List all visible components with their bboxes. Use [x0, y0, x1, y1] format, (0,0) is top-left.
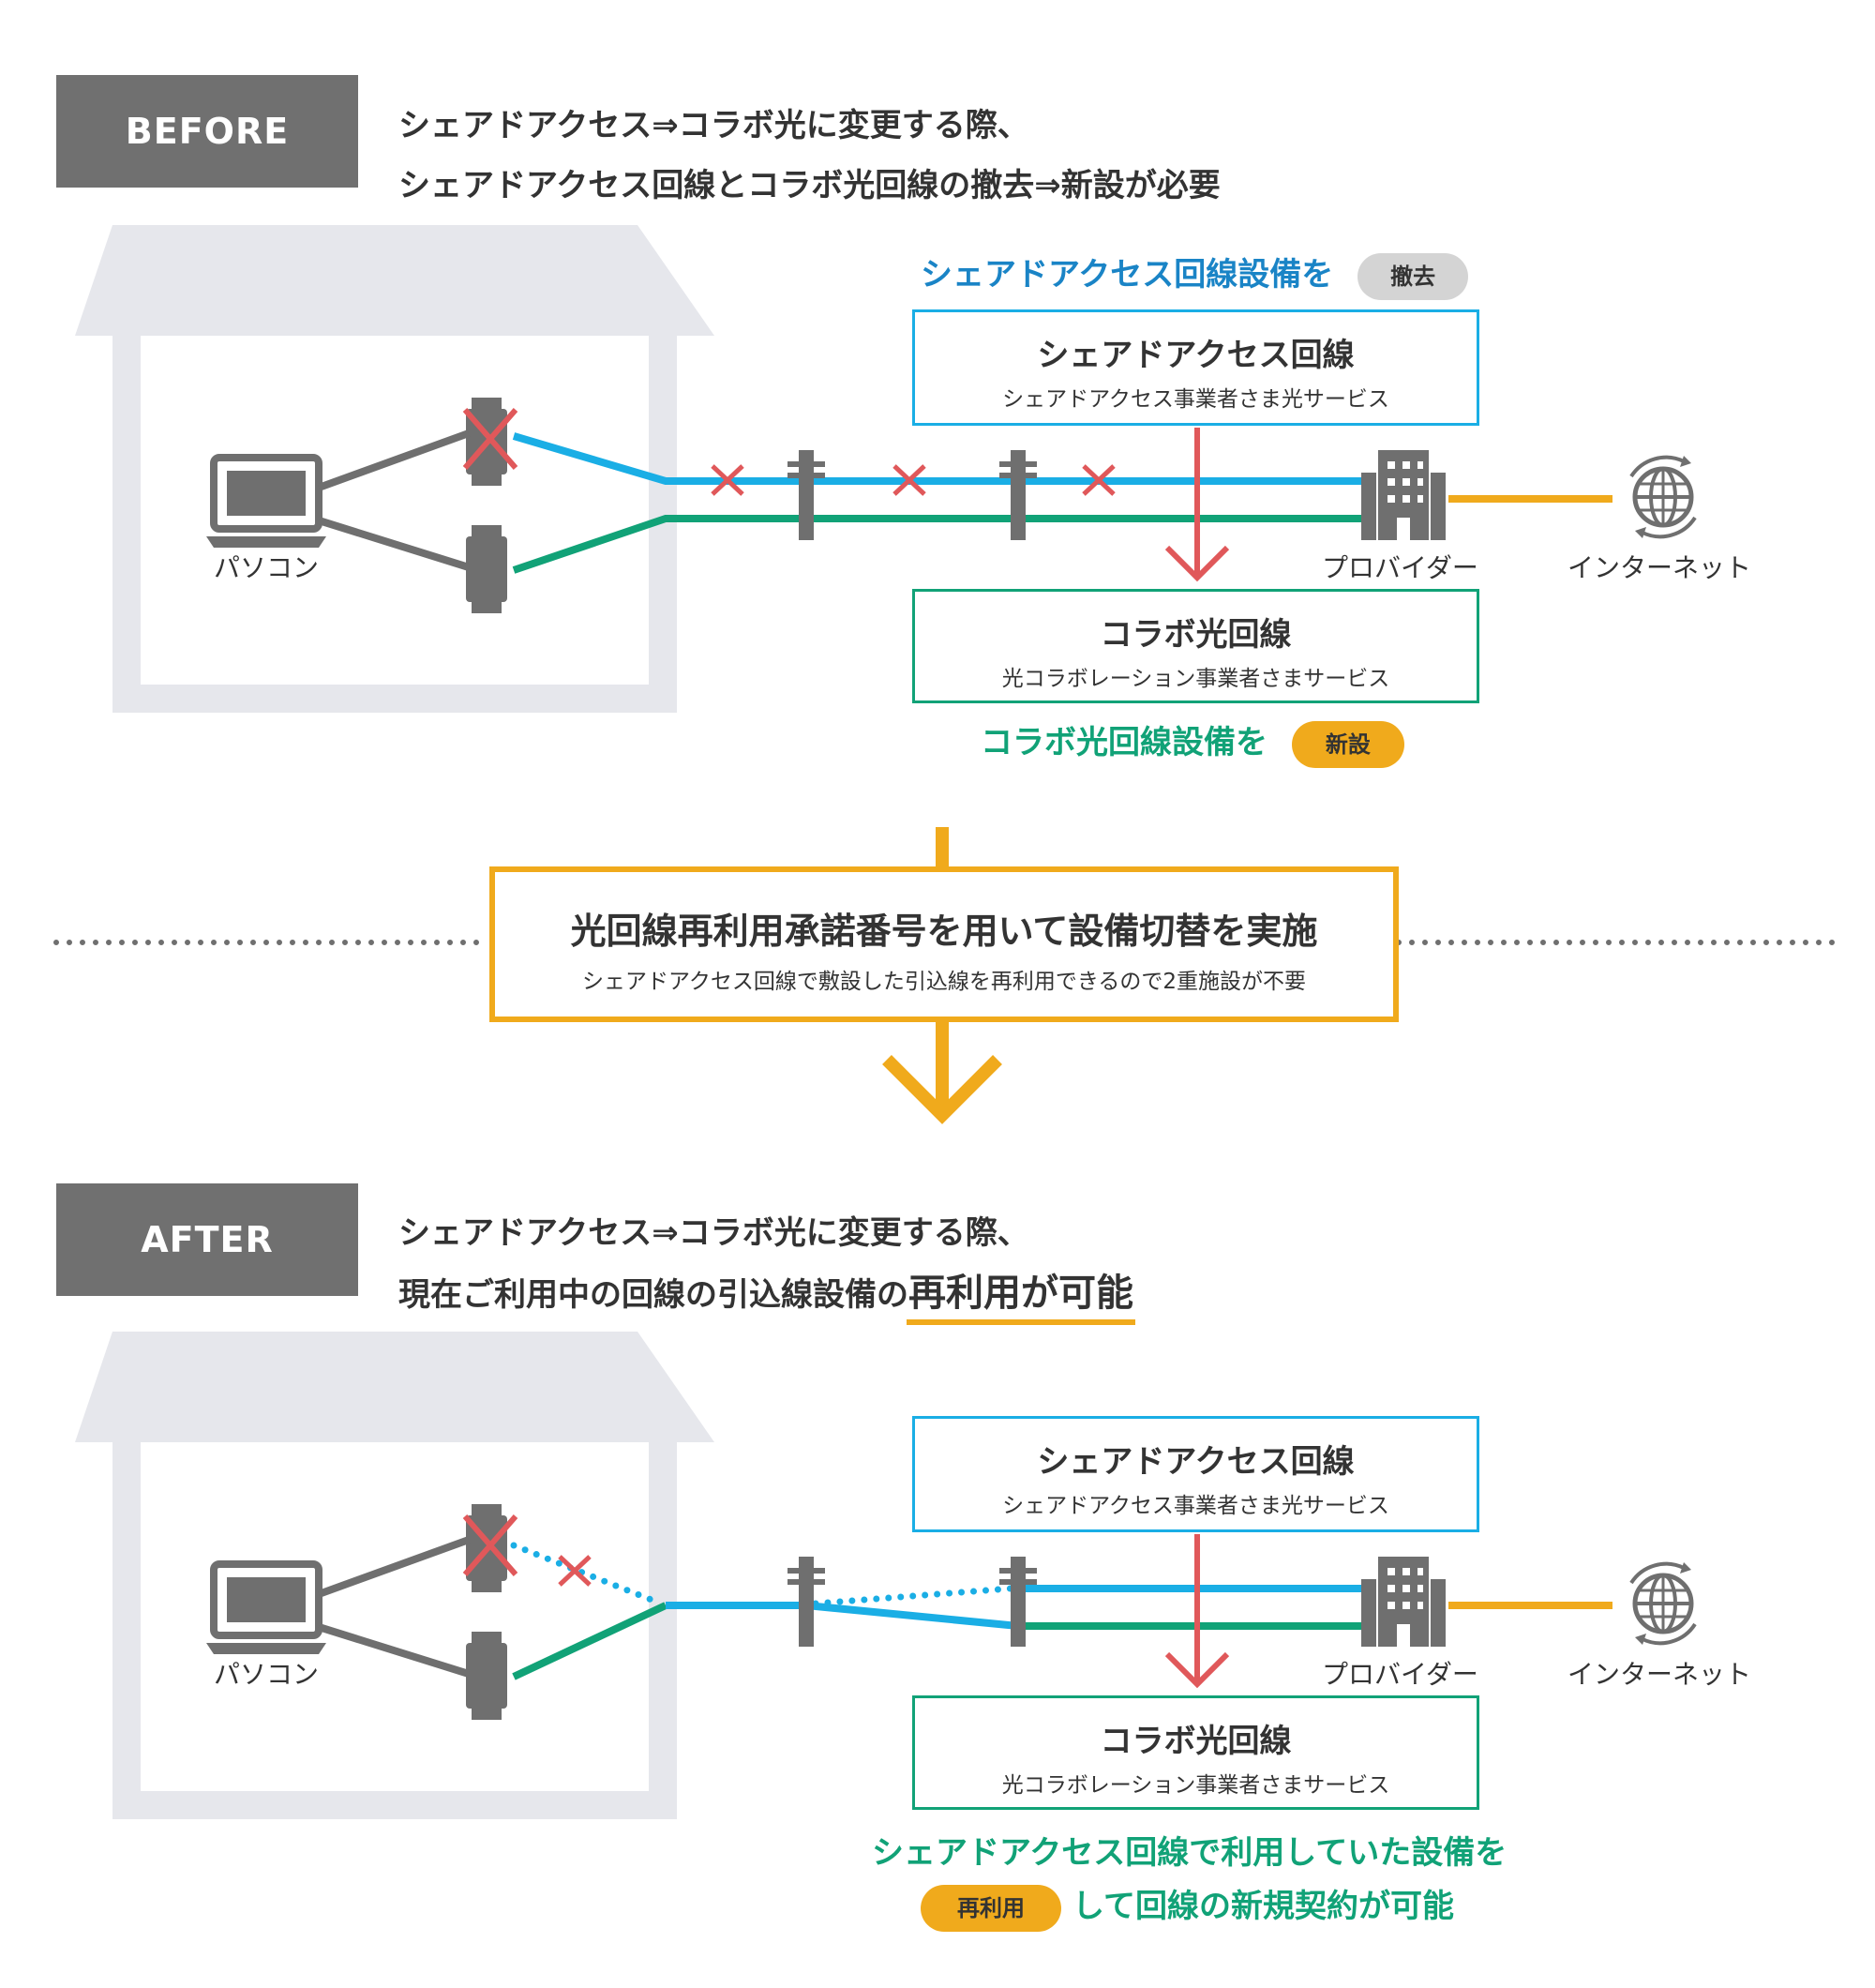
- after-caption-line2: 再利用して回線の新規契約が可能: [921, 1880, 1454, 1932]
- before-share-box-title: シェアドアクセス回線: [1037, 337, 1355, 374]
- before-headline: シェアドアクセス⇒コラボ光に変更する際、 シェアドアクセス回線とコラボ光回線の撤…: [398, 96, 1221, 216]
- before-pole-2-icon: [999, 450, 1037, 540]
- after-share-box: シェアドアクセス回線 シェアドアクセス事業者さま光サービス: [912, 1416, 1479, 1532]
- after-laptop-link-1: [317, 1536, 471, 1598]
- new-badge: 新設: [1291, 720, 1404, 768]
- after-caption-line1: シェアドアクセス回線で利用していた設備を: [872, 1834, 1508, 1872]
- after-caption-line2-text: して回線の新規契約が可能: [1072, 1888, 1454, 1925]
- after-house: [75, 1332, 714, 1819]
- before-laptop-link-2: [317, 517, 471, 571]
- before-new-caption-text: コラボ光回線設備を: [981, 724, 1268, 761]
- before-collabo-box-subtitle: 光コラボレーション事業者さまサービス: [1001, 667, 1390, 691]
- after-pole-1-icon: [788, 1557, 825, 1647]
- before-laptop-icon: [206, 454, 326, 548]
- after-share-box-title: シェアドアクセス回線: [1037, 1443, 1355, 1481]
- after-share-drop-dotted: [510, 1542, 665, 1607]
- middle-box: 光回線再利用承諾番号を用いて設備切替を実施 シェアドアクセス回線で敷設した引込線…: [489, 866, 1399, 1022]
- remove-mark-icon: [1082, 464, 1116, 496]
- before-globe-icon: [1629, 455, 1697, 539]
- after-provider-building-icon: [1361, 1557, 1446, 1647]
- after-headline: シェアドアクセス⇒コラボ光に変更する際、 現在ご利用中の回線の引込線設備の再利用…: [398, 1203, 1135, 1325]
- before-provider-label: プロバイダー: [1322, 552, 1478, 583]
- after-share-box-subtitle: シェアドアクセス事業者さま光サービス: [1002, 1494, 1389, 1518]
- after-provider-label: プロバイダー: [1322, 1659, 1478, 1690]
- before-onu-share-remove-icon: [462, 408, 518, 470]
- after-laptop-link-2: [317, 1623, 471, 1678]
- remove-mark-icon: [711, 464, 744, 496]
- middle-subtitle: シェアドアクセス回線で敷設した引込線を再利用できるので2重施設が不要: [581, 970, 1307, 994]
- after-headline-line2: 現在ご利用中の回線の引込線設備の再利用が可能: [398, 1263, 1135, 1325]
- after-onu-share-remove-icon: [462, 1514, 518, 1576]
- after-globe-icon: [1629, 1561, 1697, 1646]
- after-old-line-dotted: [812, 1585, 1014, 1607]
- before-internet-label: インターネット: [1568, 552, 1752, 583]
- after-laptop-icon: [206, 1560, 326, 1654]
- after-pole-2-icon: [999, 1557, 1037, 1647]
- before-collabo-box-title: コラボ光回線: [1100, 616, 1292, 654]
- remove-mark-icon: [892, 464, 926, 496]
- before-provider-building-icon: [1361, 450, 1446, 540]
- after-collabo-drop: [512, 1602, 668, 1680]
- after-collabo-box-title: コラボ光回線: [1100, 1723, 1292, 1760]
- middle-title: 光回線再利用承諾番号を用いて設備切替を実施: [570, 911, 1318, 952]
- before-removal-caption: シェアドアクセス回線設備を 撤去: [921, 248, 1469, 300]
- before-share-line: [512, 432, 1369, 485]
- after-collabo-box-subtitle: 光コラボレーション事業者さまサービス: [1001, 1773, 1390, 1798]
- before-headline-line2: シェアドアクセス回線とコラボ光回線の撤去⇒新設が必要: [398, 167, 1221, 204]
- before-tag: BEFORE: [56, 75, 358, 188]
- before-share-box: シェアドアクセス回線 シェアドアクセス事業者さま光サービス: [912, 309, 1479, 426]
- before-collabo-box: コラボ光回線 光コラボレーション事業者さまサービス: [912, 589, 1479, 703]
- before-share-box-subtitle: シェアドアクセス事業者さま光サービス: [1002, 387, 1389, 412]
- before-collabo-line: [512, 515, 1369, 574]
- before-new-caption: コラボ光回線設備を 新設: [981, 716, 1404, 768]
- after-headline-line1: シェアドアクセス⇒コラボ光に変更する際、: [398, 1214, 1029, 1252]
- before-pc-label: パソコン: [214, 552, 320, 583]
- before-removal-caption-text: シェアドアクセス回線設備を: [921, 256, 1334, 294]
- before-laptop-link-1: [317, 429, 471, 491]
- before-onu-collabo-icon: [466, 525, 507, 613]
- after-remove-mark-icon: [558, 1555, 592, 1587]
- after-collabo-box: コラボ光回線 光コラボレーション事業者さまサービス: [912, 1695, 1479, 1810]
- after-switch-arrow: [1164, 1534, 1230, 1689]
- after-reused-drop: [666, 1602, 1019, 1630]
- before-headline-line1: シェアドアクセス⇒コラボ光に変更する際、: [398, 107, 1029, 144]
- before-remove-marks: [711, 464, 1116, 496]
- before-house: [75, 225, 714, 713]
- after-headline-emphasis: 再利用が可能: [907, 1263, 1135, 1325]
- after-headline-line2-prefix: 現在ご利用中の回線の引込線設備の: [398, 1276, 908, 1314]
- reuse-badge: 再利用: [921, 1884, 1061, 1932]
- before-pole-1-icon: [788, 450, 825, 540]
- after-tag: AFTER: [56, 1183, 358, 1296]
- after-internet-label: インターネット: [1568, 1659, 1752, 1690]
- after-pc-label: パソコン: [214, 1659, 320, 1690]
- removal-badge: 撤去: [1358, 252, 1469, 300]
- after-onu-collabo-icon: [466, 1632, 507, 1720]
- middle-down-arrow: [882, 1055, 1002, 1124]
- before-switch-arrow: [1164, 428, 1230, 582]
